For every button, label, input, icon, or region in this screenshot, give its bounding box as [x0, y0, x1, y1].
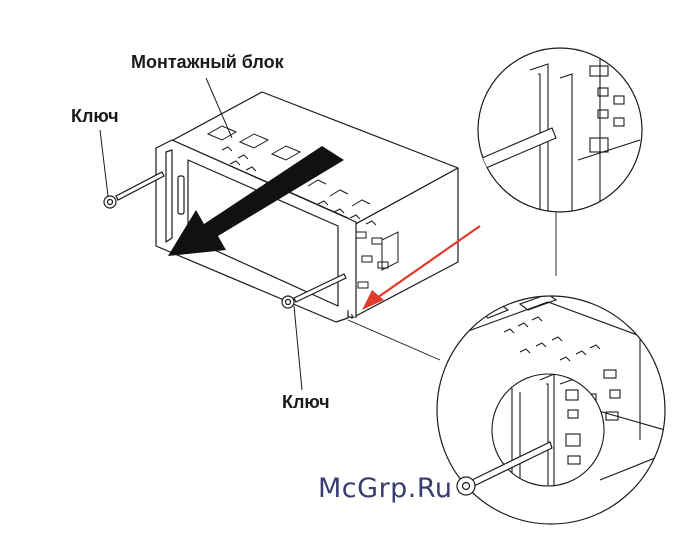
- detail-callout-bottom: [430, 288, 697, 524]
- detail-callout-top: [478, 40, 642, 240]
- watermark: McGrp.Ru: [318, 473, 453, 504]
- mounting-block-label: Монтажный блок: [131, 52, 284, 73]
- key-label-top: Ключ: [71, 106, 119, 127]
- release-key-top: [104, 172, 164, 208]
- key-label-bottom: Ключ: [282, 392, 330, 413]
